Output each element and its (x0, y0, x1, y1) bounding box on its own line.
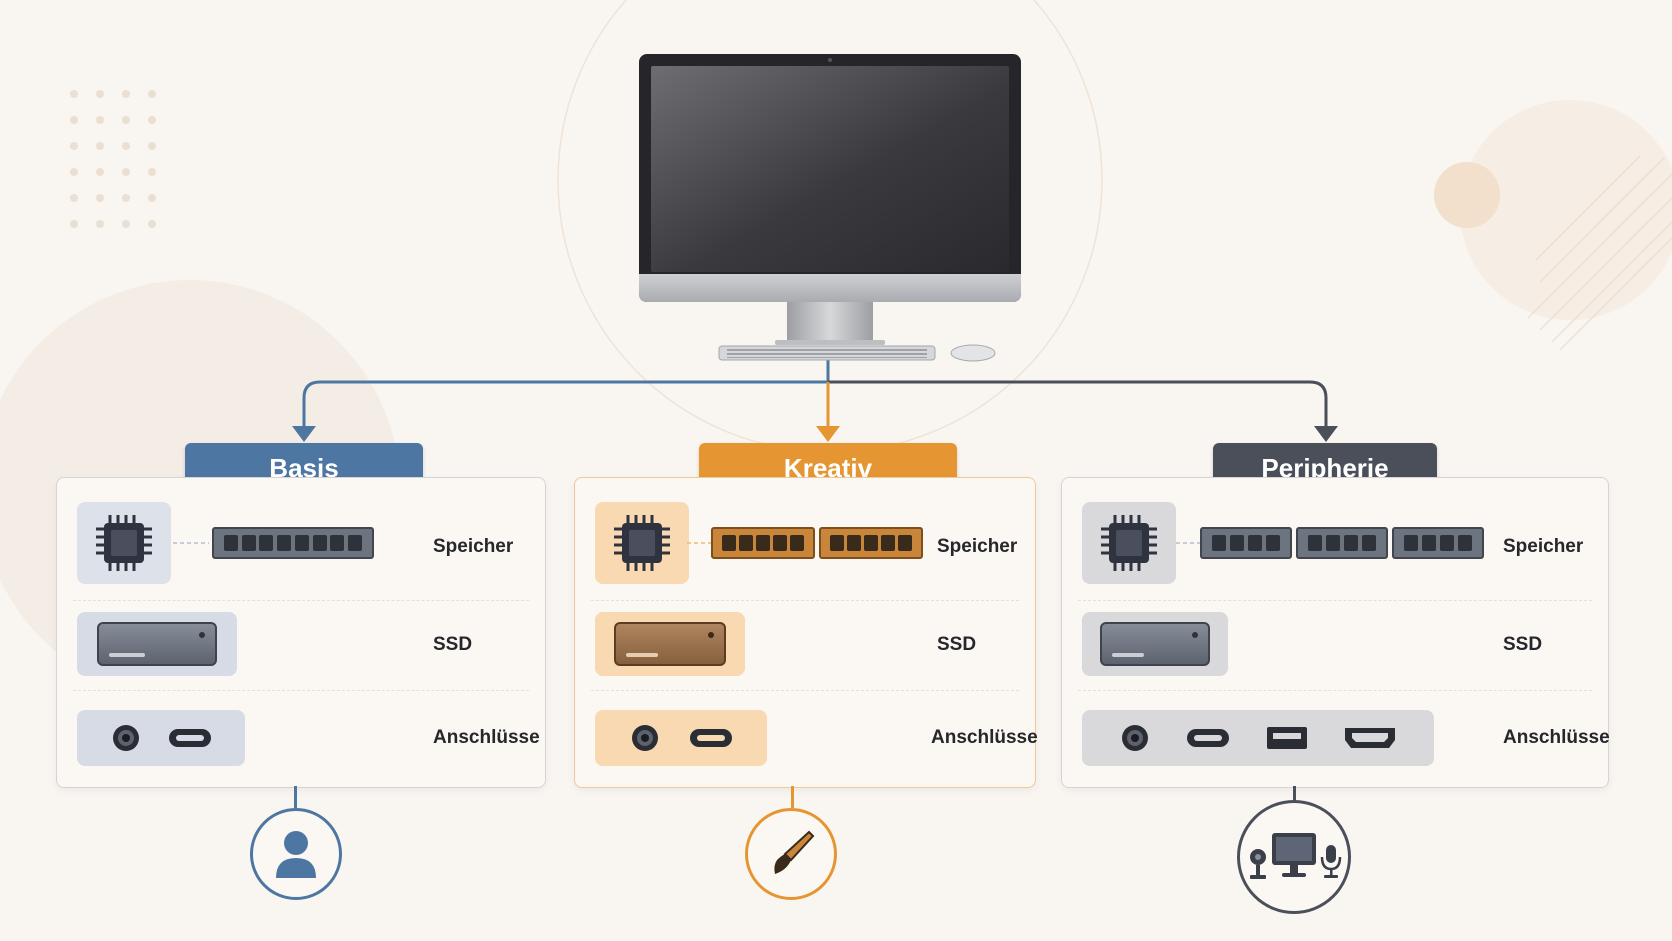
desktop-computer-icon (639, 54, 1021, 362)
category-card-kreativ: Speicher SSD Anschlüsse (574, 477, 1038, 788)
row-label-ports: Anschlüsse (1503, 727, 1610, 748)
ram-module-icon (711, 527, 815, 559)
cpu-chip-icon (595, 502, 689, 584)
ports-box (1082, 710, 1434, 766)
hdmi-icon (1345, 728, 1395, 748)
row-divider (591, 600, 1019, 601)
ssd-drive-box (77, 612, 237, 676)
usb-c-icon (168, 729, 211, 747)
category-card-peripherie: Speicher SSD Anschlüsse (1061, 477, 1610, 788)
row-label-storage: SSD (1503, 634, 1543, 655)
ram-module-icon (212, 527, 374, 559)
ssd-drive-icon (97, 622, 217, 666)
ssd-drive-box (595, 612, 745, 676)
decorative-dot-grid (70, 90, 174, 246)
ssd-drive-icon (614, 622, 726, 666)
persona-user (250, 808, 342, 900)
dashed-link (687, 542, 719, 544)
ram-module-group (212, 527, 374, 559)
row-label-ports: Anschlüsse (931, 727, 1038, 748)
cpu-chip-icon (77, 502, 171, 584)
ram-module-group (711, 527, 923, 559)
usb-c-icon (689, 729, 732, 747)
persona-stem (791, 786, 794, 808)
user-icon (276, 831, 316, 878)
audio-jack-icon (1122, 725, 1148, 751)
audio-jack-icon (112, 725, 139, 751)
persona-stem (294, 786, 297, 808)
persona-creative (745, 808, 837, 900)
persona-stem (1293, 786, 1296, 808)
cpu-chip-icon (1082, 502, 1176, 584)
usb-a-icon (1267, 727, 1307, 749)
row-divider (591, 690, 1019, 691)
ssd-drive-box (1082, 612, 1228, 676)
ram-module-icon (1296, 527, 1388, 559)
monitor-speakers-microphone-icon (1250, 833, 1342, 879)
persona-peripherals (1237, 800, 1351, 914)
ports-box (595, 710, 767, 766)
row-label-storage: SSD (937, 634, 977, 655)
row-label-memory: Speicher (433, 536, 514, 557)
row-label-storage: SSD (433, 634, 473, 655)
ram-module-icon (819, 527, 923, 559)
ram-module-group (1200, 527, 1484, 559)
dashed-link (173, 542, 209, 544)
paintbrush-icon (774, 830, 815, 874)
audio-jack-icon (631, 725, 658, 751)
category-card-basis: Speicher SSD Anschlüsse (56, 477, 546, 788)
ram-module-icon (1200, 527, 1292, 559)
ports-box (77, 710, 245, 766)
ram-module-icon (1392, 527, 1484, 559)
row-divider (1078, 690, 1592, 691)
row-divider (73, 600, 529, 601)
row-divider (73, 690, 529, 691)
dashed-link (1176, 542, 1200, 544)
row-label-memory: Speicher (937, 536, 1018, 557)
ssd-drive-icon (1100, 622, 1210, 666)
row-divider (1078, 600, 1592, 601)
usb-c-icon (1187, 729, 1229, 747)
row-label-ports: Anschlüsse (433, 727, 540, 748)
row-label-memory: Speicher (1503, 536, 1584, 557)
